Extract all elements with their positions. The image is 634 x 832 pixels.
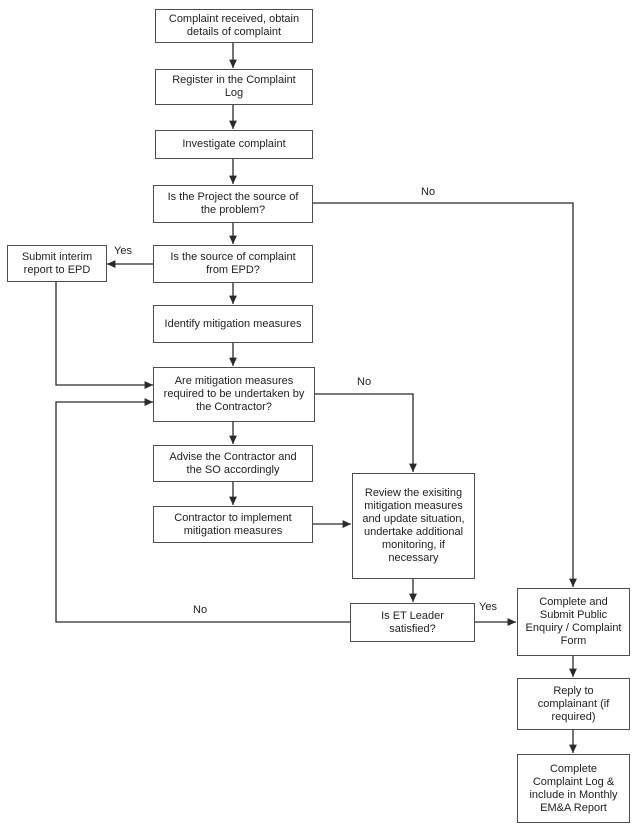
edge-project-source-no (313, 202, 577, 587)
node-measures-required-decision: Are mitigation measures required to be u… (153, 367, 315, 422)
node-complete-enquiry-form: Complete and Submit Public Enquiry / Com… (517, 588, 630, 656)
node-source-epd-decision: Is the source of complaint from EPD? (153, 245, 313, 283)
edge-measures-required-no (315, 393, 417, 472)
node-review-measures: Review the exisiting mitigation measures… (352, 473, 475, 579)
node-identify-mitigation-measures: Identify mitigation measures (153, 305, 313, 343)
node-advise-contractor: Advise the Contractor and the SO accordi… (153, 445, 313, 482)
node-implement-measures: Contractor to implement mitigation measu… (153, 506, 313, 543)
edge-interim-to-measures (55, 282, 153, 389)
label-source-epd-yes: Yes (114, 245, 132, 257)
node-project-source-decision: Is the Project the source of the problem… (153, 185, 313, 223)
node-register-log: Register in the Complaint Log (155, 69, 313, 105)
node-submit-interim-report: Submit interim report to EPD (7, 245, 107, 282)
label-et-satisfied-yes: Yes (479, 601, 497, 613)
node-investigate-complaint: Investigate complaint (155, 130, 313, 159)
node-reply-complainant: Reply to complainant (if required) (517, 678, 630, 730)
label-measures-required-no: No (357, 376, 372, 388)
node-complaint-received: Complaint received, obtain details of co… (155, 9, 313, 43)
label-et-satisfied-no: No (193, 604, 208, 616)
label-project-source-no: No (421, 186, 436, 198)
node-complete-complaint-log: Complete Complaint Log & include in Mont… (517, 754, 630, 823)
edge-et-no-loop (55, 398, 350, 623)
node-et-leader-satisfied-decision: Is ET Leader satisfied? (350, 603, 475, 642)
